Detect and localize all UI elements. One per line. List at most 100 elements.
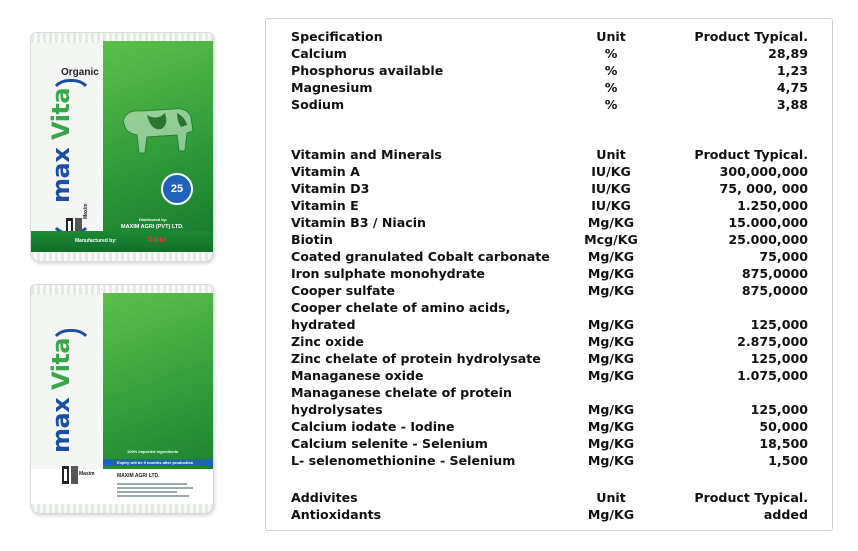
weight-badge: 25 bbox=[161, 173, 193, 205]
spec-value: added bbox=[763, 507, 808, 522]
spec-name: Phosphorus available bbox=[291, 63, 444, 78]
column-header-value: Product Typical. bbox=[694, 490, 808, 505]
table-row: Biotin Mcg/KG 25.000,000 bbox=[266, 232, 832, 249]
spec-value: 28,89 bbox=[768, 46, 808, 61]
spec-unit: IU/KG bbox=[591, 198, 631, 213]
table-header-row: Specification Unit Product Typical. bbox=[266, 29, 832, 46]
spec-value: 18,500 bbox=[759, 436, 808, 451]
table-row: Coated granulated Cobalt carbonate Mg/KG… bbox=[266, 249, 832, 266]
spec-name: Cooper chelate of amino acids, bbox=[291, 300, 511, 315]
spec-value: 875,0000 bbox=[741, 283, 808, 298]
spec-value: 125,000 bbox=[750, 402, 808, 417]
brand-suffix: Vita bbox=[47, 337, 75, 390]
table-row: Iron sulphate monohydrate Mg/KG 875,0000 bbox=[266, 266, 832, 283]
spec-name: Sodium bbox=[291, 97, 345, 112]
spec-unit: Mg/KG bbox=[587, 436, 635, 451]
bag-seal-top bbox=[31, 285, 213, 295]
table-row: Magnesium % 4,75 bbox=[266, 80, 832, 97]
expiry-note: Expiry will be 9 months after production bbox=[117, 460, 194, 465]
spec-unit: Mcg/KG bbox=[584, 232, 638, 247]
column-header-specification: Vitamin and Minerals bbox=[291, 147, 442, 162]
table-row: Sodium % 3,88 bbox=[266, 97, 832, 114]
table-header-row: Addivites Unit Product Typical. bbox=[266, 490, 832, 507]
brand-logo-vertical: max Vita bbox=[39, 307, 93, 485]
table-row: hydrated Mg/KG 125,000 bbox=[266, 317, 832, 334]
bag-seal-bottom bbox=[31, 504, 213, 513]
spec-unit: % bbox=[604, 46, 618, 61]
spec-unit: Mg/KG bbox=[587, 419, 635, 434]
spec-value: 50,000 bbox=[759, 419, 808, 434]
spec-name: Iron sulphate monohydrate bbox=[291, 266, 485, 281]
spec-name: Calcium selenite - Selenium bbox=[291, 436, 488, 451]
spec-unit: Mg/KG bbox=[587, 317, 635, 332]
spec-name: Biotin bbox=[291, 232, 333, 247]
spec-value: 875,0000 bbox=[741, 266, 808, 281]
spec-name: Calcium iodate - Iodine bbox=[291, 419, 455, 434]
table-row: Zinc chelate of protein hydrolysate Mg/K… bbox=[266, 351, 832, 368]
company-name: MAXIM AGRI LTD. bbox=[117, 473, 160, 479]
column-header-value: Product Typical. bbox=[694, 29, 808, 44]
spec-unit: % bbox=[604, 63, 618, 78]
table-row: Antioxidants Mg/KG added bbox=[266, 507, 832, 524]
column-header-unit: Unit bbox=[596, 490, 626, 505]
spec-unit: IU/KG bbox=[591, 181, 631, 196]
maxim-logo-text: Maxim bbox=[83, 203, 89, 219]
spec-name: Zinc oxide bbox=[291, 334, 364, 349]
cow-illustration bbox=[122, 108, 194, 154]
product-bag-image: max Vita 100% Imported Ingredients Expir… bbox=[30, 284, 214, 514]
product-bag-image: max Vita Organic 25 Maxim Distributed by… bbox=[30, 32, 214, 262]
spec-unit: % bbox=[604, 97, 618, 112]
spec-value: 1.075,000 bbox=[737, 368, 808, 383]
spec-value: 300,000,000 bbox=[719, 164, 808, 179]
table-row: Managanese oxide Mg/KG 1.075,000 bbox=[266, 368, 832, 385]
spec-unit: Mg/KG bbox=[587, 453, 635, 468]
bag-seal-top bbox=[31, 33, 213, 43]
spec-name: hydrolysates bbox=[291, 402, 383, 417]
spec-value: 4,75 bbox=[776, 80, 808, 95]
spec-name: L- selenomethionine - Selenium bbox=[291, 453, 516, 468]
spec-value: 125,000 bbox=[750, 317, 808, 332]
bag-green-panel bbox=[103, 41, 213, 253]
spec-value: 2.875,000 bbox=[737, 334, 808, 349]
spec-value: 125,000 bbox=[750, 351, 808, 366]
brand-prefix: max bbox=[47, 397, 75, 453]
spec-name: hydrated bbox=[291, 317, 356, 332]
spec-value: 1,23 bbox=[776, 63, 808, 78]
spec-name: Magnesium bbox=[291, 80, 373, 95]
spec-name: Coated granulated Cobalt carbonate bbox=[291, 249, 550, 264]
column-header-specification: Addivites bbox=[291, 490, 358, 505]
manufactured-by-label: Manufactured by: bbox=[75, 238, 117, 244]
maxim-logo-icon bbox=[65, 217, 83, 239]
expiry-bar bbox=[103, 459, 213, 466]
spec-value: 25.000,000 bbox=[728, 232, 808, 247]
maker-logo: Sano bbox=[147, 235, 167, 244]
spec-name: Zinc chelate of protein hydrolysate bbox=[291, 351, 541, 366]
distributed-by-label: Distributed by: bbox=[139, 217, 168, 222]
spec-unit: Mg/KG bbox=[587, 249, 635, 264]
table-row: Vitamin B3 / Niacin Mg/KG 15.000,000 bbox=[266, 215, 832, 232]
table-row: L- selenomethionine - Selenium Mg/KG 1,5… bbox=[266, 453, 832, 470]
spec-unit: Mg/KG bbox=[587, 507, 635, 522]
table-row: Vitamin D3 IU/KG 75, 000, 000 bbox=[266, 181, 832, 198]
spec-value: 3,88 bbox=[776, 97, 808, 112]
bag-seal-bottom bbox=[31, 252, 213, 261]
table-row: Vitamin E IU/KG 1.250,000 bbox=[266, 198, 832, 215]
organic-label: Organic bbox=[61, 67, 99, 78]
table-row: Vitamin A IU/KG 300,000,000 bbox=[266, 164, 832, 181]
spec-name: Managanese chelate of protein bbox=[291, 385, 512, 400]
table-row: Managanese chelate of protein bbox=[266, 385, 832, 402]
spec-unit: Mg/KG bbox=[587, 215, 635, 230]
spec-unit: Mg/KG bbox=[587, 351, 635, 366]
brand-prefix: max bbox=[47, 147, 75, 203]
column-header-unit: Unit bbox=[596, 147, 626, 162]
specification-table: Specification Unit Product Typical. Calc… bbox=[265, 18, 833, 531]
spec-name: Cooper sulfate bbox=[291, 283, 396, 298]
table-row: Phosphorus available % 1,23 bbox=[266, 63, 832, 80]
spec-value: 75,000 bbox=[759, 249, 808, 264]
spec-unit: Mg/KG bbox=[587, 266, 635, 281]
maxim-logo-icon bbox=[61, 465, 79, 487]
table-row: Calcium % 28,89 bbox=[266, 46, 832, 63]
spec-name: Vitamin E bbox=[291, 198, 359, 213]
spec-name: Managanese oxide bbox=[291, 368, 424, 383]
spec-name: Vitamin D3 bbox=[291, 181, 370, 196]
